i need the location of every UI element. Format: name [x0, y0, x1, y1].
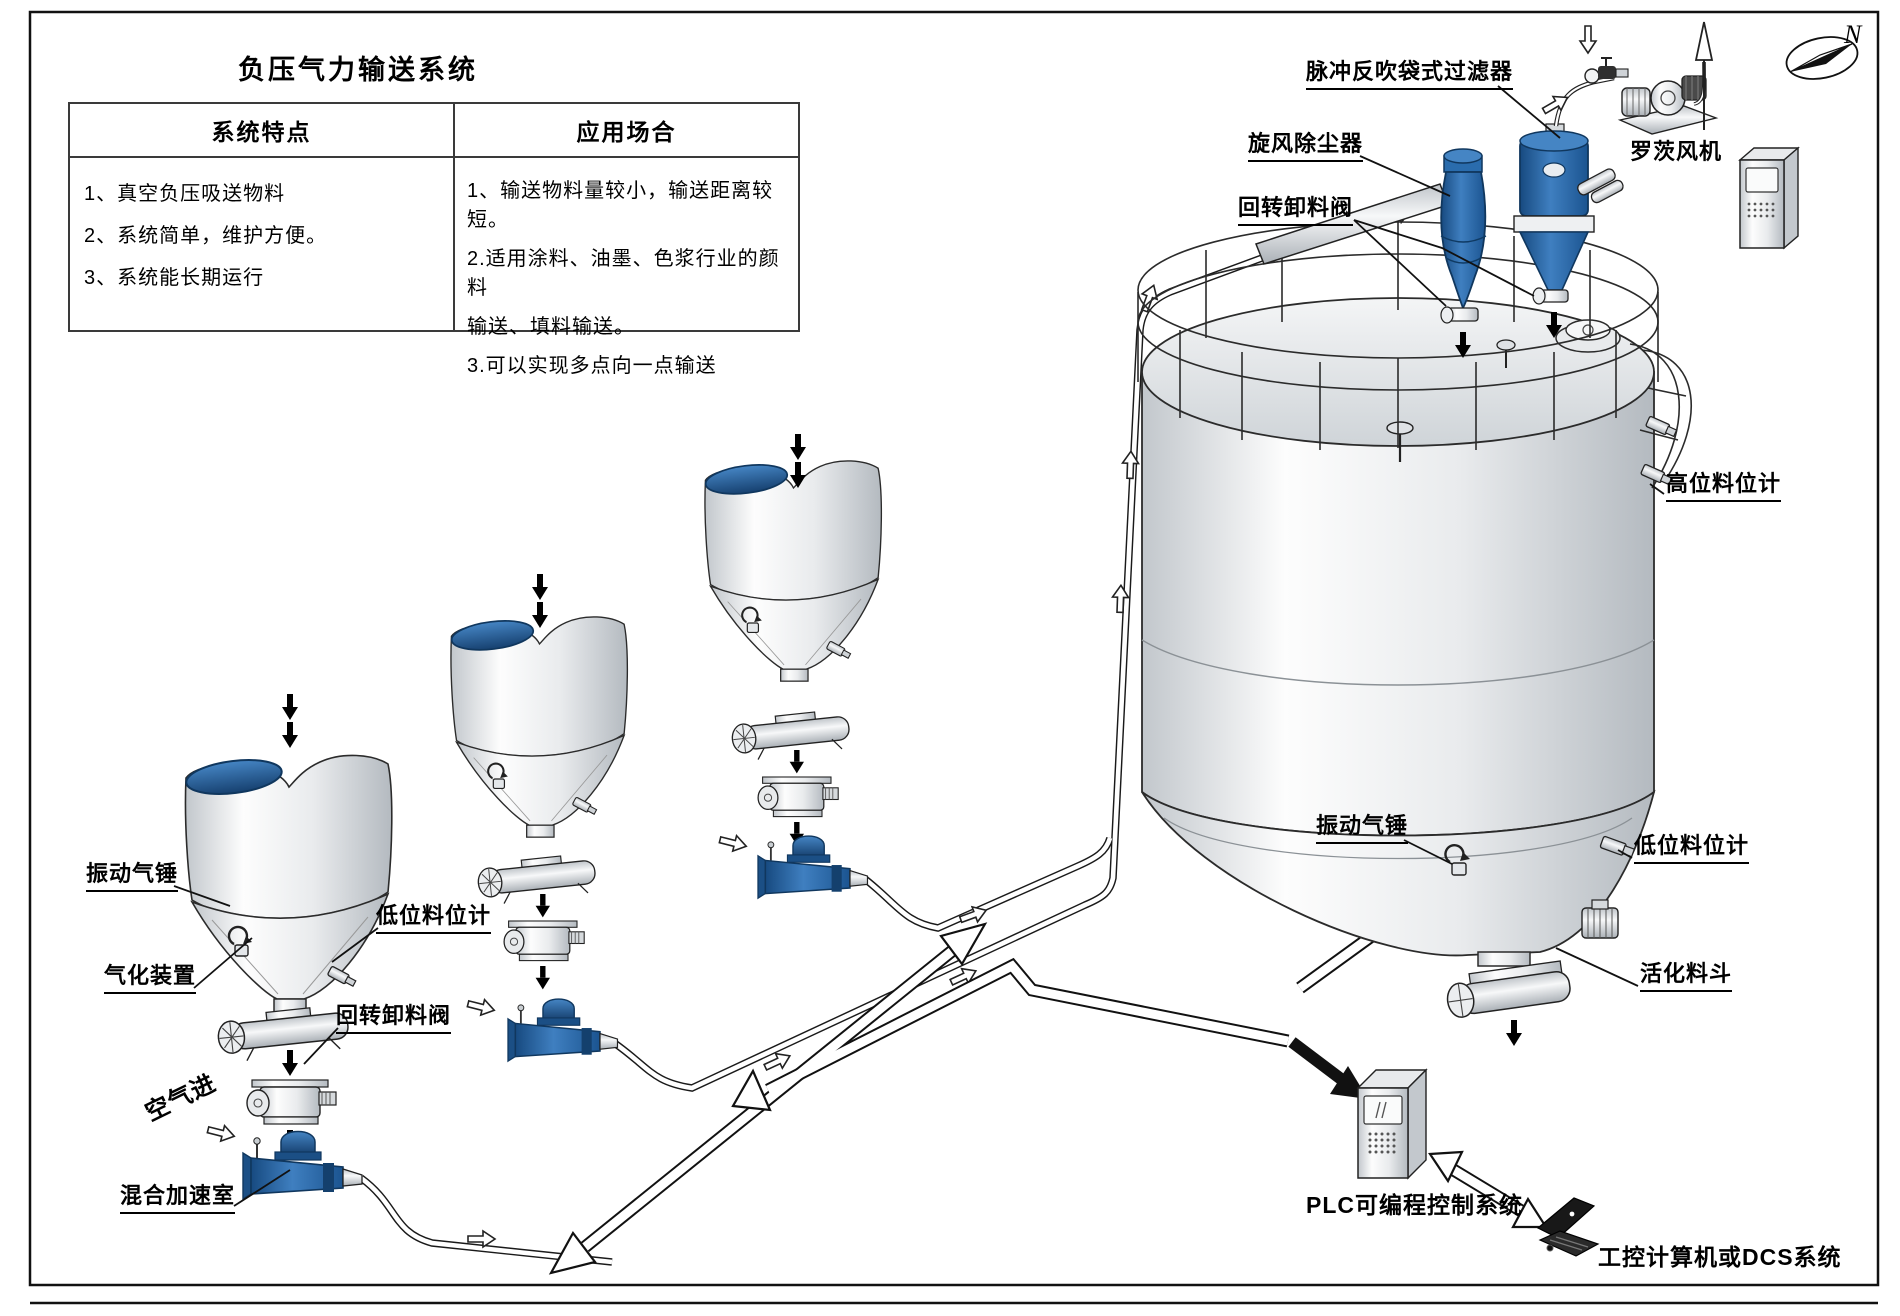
silo-rotary-valve: [1446, 960, 1571, 1046]
hopper-3: [703, 459, 883, 683]
diagram-title: 负压气力输送系统: [238, 55, 478, 85]
label-high-level-indicator: 高位料位计: [1666, 466, 1782, 502]
blower-circuit: [1539, 21, 1719, 135]
conveying-pipes: [358, 188, 1442, 1266]
roots-blower: [1617, 75, 1719, 135]
label-roots-blower: 罗茨风机: [1630, 139, 1723, 164]
mixing-chamber-2: [507, 998, 619, 1063]
wall-cabinet: [1738, 146, 1800, 250]
label-plc: PLC可编程控制系统: [1306, 1192, 1523, 1218]
air-in-arrow-3: [717, 831, 749, 855]
mixing-chamber-3: [757, 835, 869, 900]
hopper-2: [449, 615, 629, 839]
discharge-chain-3: [730, 709, 851, 846]
leader-lines: [173, 85, 1665, 1207]
silo-railing: [1137, 221, 1692, 489]
label-cyclone: 旋风除尘器: [1248, 126, 1364, 162]
label-vibration-hammer-right: 振动气锤: [1316, 808, 1409, 844]
label-compass-n: N: [1844, 20, 1863, 49]
storage-silo: [1137, 221, 1692, 1046]
discharge-chain-1: [216, 1004, 350, 1156]
vacuum-relief-valve: [1584, 57, 1629, 84]
high-level-sensor: [1645, 415, 1678, 438]
bin-vibrator: [1581, 899, 1619, 939]
label-activation-hopper: 活化料斗: [1640, 956, 1733, 992]
sheet-border: [28, 10, 1880, 1287]
label-pulse-bag-filter: 脉冲反吹袋式过滤器: [1306, 54, 1514, 90]
air-in-arrow-2: [465, 995, 497, 1019]
label-low-level-indicator-right: 低位料位计: [1634, 828, 1750, 864]
plc-cabinet: [1356, 1068, 1428, 1180]
label-vibration-hammer-left: 振动气锤: [86, 856, 179, 892]
table-header-applications: 应用场合: [576, 119, 677, 145]
table-cell-applications: 1、输送物料量较小，输送距离较短。2.适用涂料、油墨、色浆行业的颜料输送、填料输…: [467, 180, 780, 377]
exhaust-vent-arrow: [1694, 21, 1714, 61]
discharge-chain-2: [476, 853, 597, 990]
air-in-arrow-1: [205, 1121, 237, 1145]
air-hammer-right: [1444, 843, 1470, 876]
label-low-level-indicator-left: 低位料位计: [376, 898, 492, 934]
label-mixing-chamber: 混合加速室: [120, 1178, 236, 1214]
label-computer: 工控计算机或DCS系统: [1598, 1244, 1842, 1270]
pulse-bag-filter: [1513, 123, 1624, 338]
label-rotary-valve-left: 回转卸料阀: [336, 998, 452, 1034]
hopper-1: [183, 754, 393, 1015]
compass-rose: [1785, 36, 1859, 80]
label-rotary-valve-right: 回转卸料阀: [1238, 190, 1354, 226]
table-header-features: 系统特点: [70, 104, 455, 156]
industrial-computer: [1536, 1197, 1600, 1257]
label-gasification-device: 气化装置: [104, 958, 197, 994]
